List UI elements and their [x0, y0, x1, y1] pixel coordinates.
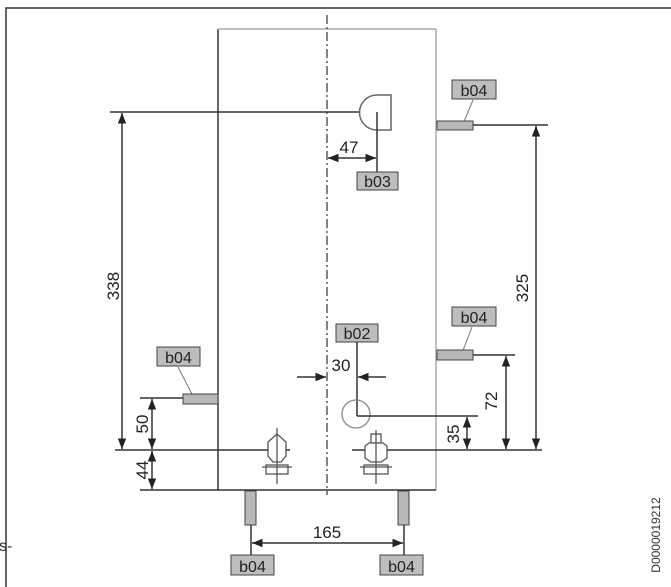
pipe-b04-top-right: [436, 120, 474, 131]
label-b03: b03: [356, 171, 399, 191]
dimension-47: 47: [340, 138, 359, 157]
leader-b04-top-right: [462, 99, 474, 125]
valve-fitting-left: [262, 428, 292, 484]
svg-text:b04: b04: [239, 559, 266, 576]
svg-text:b03: b03: [364, 174, 391, 191]
drawing-id: D0000019212: [649, 497, 663, 573]
pipe-b04-bottom-left: [244, 490, 257, 526]
dimension-165: 165: [313, 523, 341, 542]
label-b04-left: b04: [156, 346, 201, 367]
dimension-72: 72: [482, 392, 501, 411]
svg-text:b02: b02: [344, 326, 371, 343]
label-b04-bottom-right: b04: [379, 554, 424, 576]
label-b04-top-right: b04: [451, 79, 497, 100]
connection-b02: [341, 399, 371, 429]
drawing-frame: [5, 7, 671, 587]
leader-b04-left: [177, 366, 194, 397]
label-b02: b02: [335, 323, 379, 343]
dimension-35: 35: [444, 425, 463, 444]
dimension-325: 325: [513, 274, 532, 302]
cropped-text-fragment: s-: [0, 538, 12, 555]
dimension-30: 30: [332, 356, 351, 375]
valve-fitting-right: [360, 430, 392, 484]
label-b04-bottom-left: b04: [230, 554, 275, 576]
pipe-b04-bottom-right: [397, 490, 410, 526]
svg-text:b04: b04: [165, 350, 192, 367]
leader-b04-right-mid: [461, 326, 473, 354]
label-b04-right-mid: b04: [451, 306, 497, 327]
dimension-44: 44: [133, 461, 152, 480]
pipe-b04-left: [182, 393, 219, 405]
pipe-b04-right-mid: [436, 349, 474, 361]
dimension-338: 338: [104, 272, 123, 300]
svg-text:b04: b04: [461, 310, 488, 327]
svg-text:b04: b04: [388, 559, 415, 576]
svg-text:b04: b04: [461, 83, 488, 100]
dimension-50: 50: [133, 415, 152, 434]
elbow-connection-b03: [358, 94, 392, 131]
